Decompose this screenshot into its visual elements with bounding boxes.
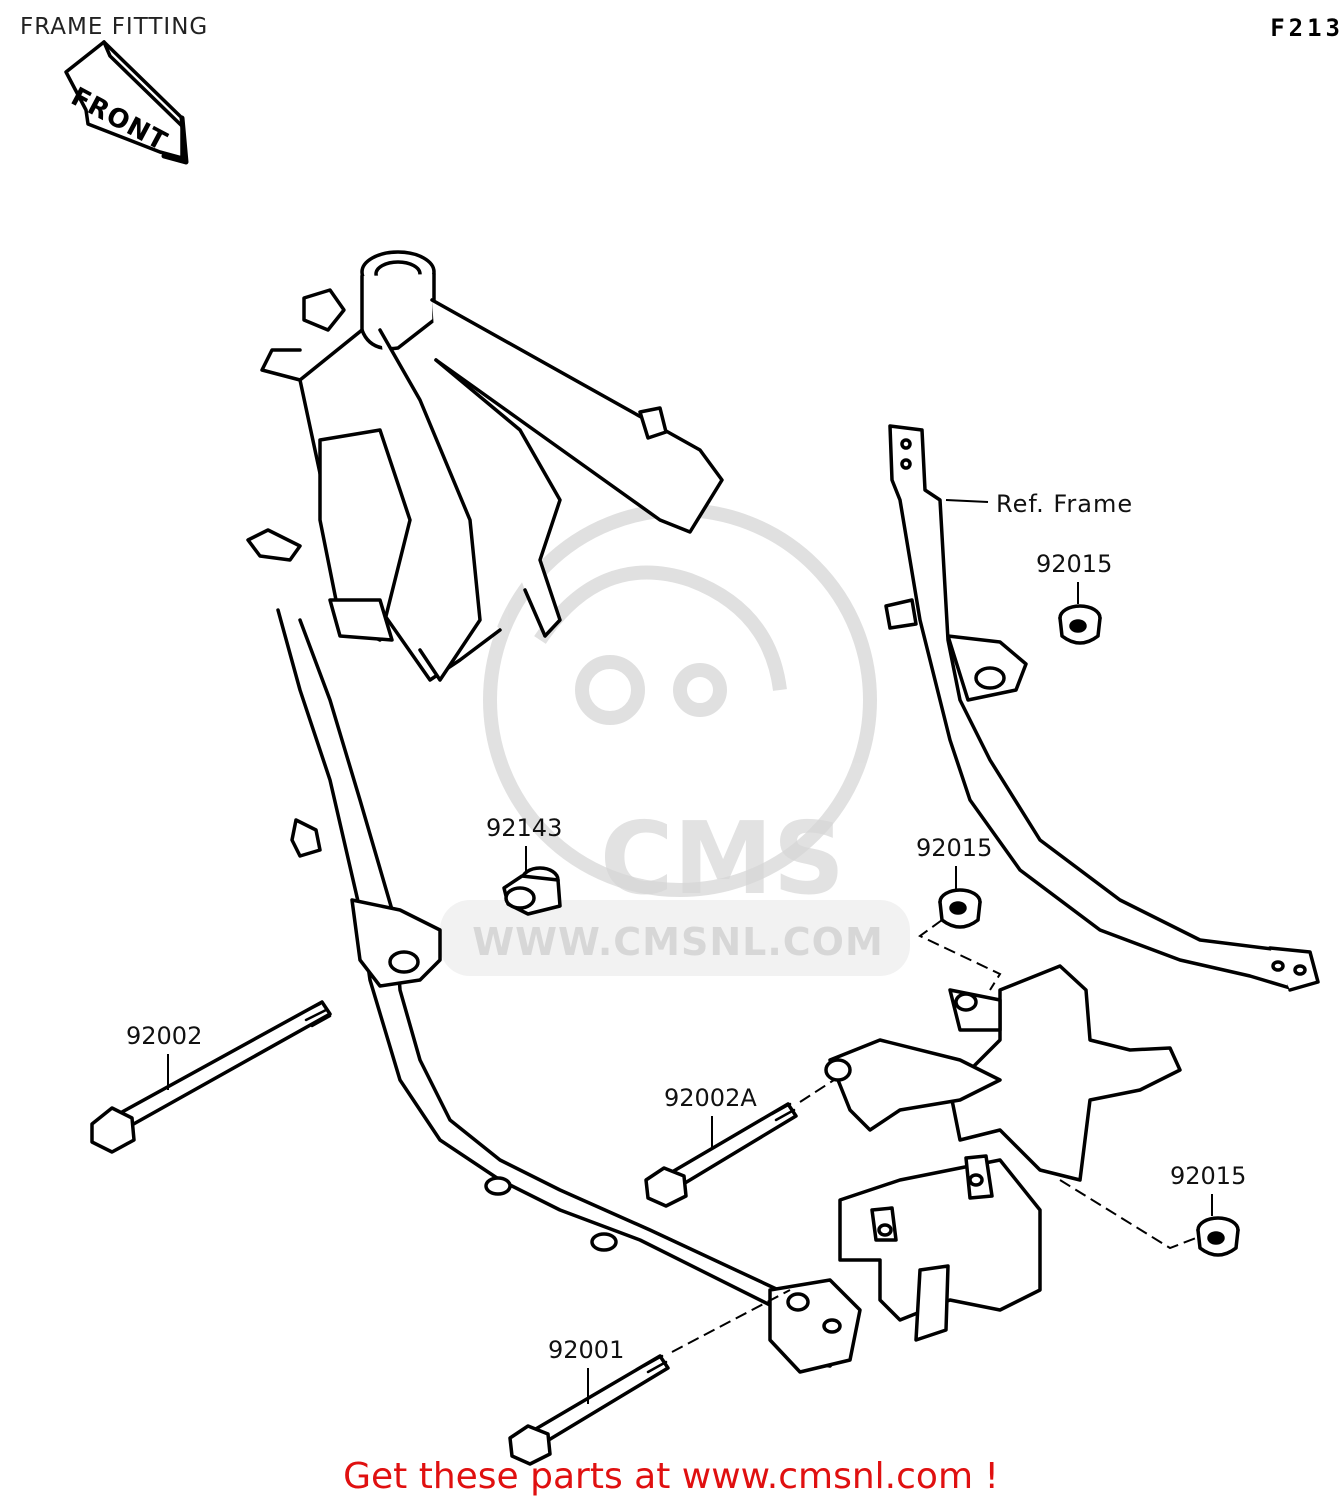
- ref-frame: [884, 424, 1320, 992]
- ref-frame-label: Ref. Frame: [996, 490, 1134, 518]
- dash-92001: [671, 1289, 791, 1353]
- part-label-92002A: 92002A: [664, 1084, 757, 1112]
- footer-parts-link[interactable]: Get these parts at www.cmsnl.com !: [343, 1456, 999, 1497]
- front-arrow-icon: [64, 40, 189, 165]
- main-frame: [246, 250, 862, 1374]
- engine-mount-bracket: [824, 964, 1182, 1342]
- leader-ref-frame: [945, 499, 989, 503]
- diagram-code: F213: [1270, 14, 1342, 42]
- watermark-brand: CMS: [600, 800, 845, 917]
- dash-92002A: [799, 1079, 835, 1103]
- part-label-92143: 92143: [486, 814, 563, 842]
- collar-92015-bottom-icon: [1196, 1216, 1240, 1257]
- page-title: FRAME FITTING: [20, 14, 209, 40]
- part-label-92002: 92002: [126, 1022, 203, 1050]
- dash-92015-mid: [918, 919, 1002, 991]
- collar-92015-mid-icon: [938, 888, 982, 929]
- part-label-92015-top: 92015: [1036, 550, 1113, 578]
- collar-92015-top-icon: [1058, 604, 1102, 645]
- spacer-92143-icon: [502, 866, 562, 916]
- watermark-url: WWW.CMSNL.COM: [472, 920, 884, 964]
- dash-92015-bottom: [1059, 1179, 1197, 1250]
- part-label-92001: 92001: [548, 1336, 625, 1364]
- part-label-92015-bottom: 92015: [1170, 1162, 1247, 1190]
- bolt-92002-icon: [90, 1000, 332, 1154]
- bolt-92002A-icon: [644, 1102, 798, 1208]
- bolt-92001-icon: [508, 1354, 670, 1466]
- part-label-92015-mid: 92015: [916, 834, 993, 862]
